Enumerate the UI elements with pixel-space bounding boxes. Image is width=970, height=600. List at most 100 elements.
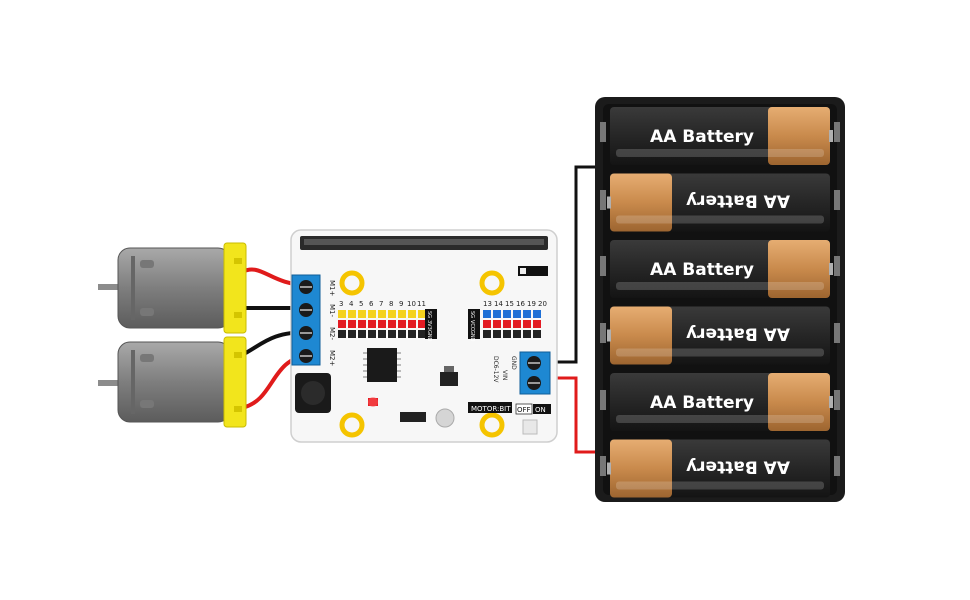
header-pin bbox=[483, 330, 491, 338]
header-pin bbox=[493, 320, 501, 328]
motor-2 bbox=[98, 336, 247, 428]
header-pin bbox=[523, 320, 531, 328]
battery-cell: AA Battery bbox=[610, 240, 833, 298]
header-number: 3 bbox=[339, 300, 343, 308]
header-pin bbox=[533, 310, 541, 318]
terminal-label-m1-plus: M1+ bbox=[328, 280, 336, 296]
battery-cells: AA Battery AA Battery AA Battery AA Battery… bbox=[607, 107, 833, 498]
mount-hole bbox=[479, 412, 505, 438]
header-pin bbox=[493, 330, 501, 338]
battery-label: AA Battery bbox=[650, 127, 754, 147]
header-number: 13 bbox=[483, 300, 492, 308]
header-number: 15 bbox=[505, 300, 514, 308]
battery-label: AA Battery bbox=[686, 191, 790, 211]
header-pin bbox=[378, 330, 386, 338]
header-number: 19 bbox=[527, 300, 536, 308]
header-pin bbox=[338, 320, 346, 328]
header-pin bbox=[513, 330, 521, 338]
header-pin bbox=[348, 330, 356, 338]
motor-1 bbox=[98, 242, 247, 334]
terminal-label-m2-plus: M2+ bbox=[328, 350, 336, 366]
header-pin bbox=[338, 310, 346, 318]
motor-terminal-labels: M1+ M1- M2- M2+ bbox=[328, 280, 336, 366]
header-number: 6 bbox=[369, 300, 374, 308]
header-pin bbox=[493, 310, 501, 318]
header-pin bbox=[408, 310, 416, 318]
header-number: 7 bbox=[379, 300, 383, 308]
header-pin bbox=[348, 310, 356, 318]
battery-cell: AA Battery bbox=[607, 173, 830, 232]
mount-hole bbox=[479, 270, 505, 296]
header-pin bbox=[398, 330, 406, 338]
header-pin bbox=[533, 330, 541, 338]
header-pin bbox=[418, 310, 426, 318]
header-pin bbox=[368, 320, 376, 328]
driver-chip bbox=[367, 348, 397, 382]
header-number: 11 bbox=[417, 300, 426, 308]
header-pin bbox=[503, 310, 511, 318]
board-brand-label: MOTOR:BIT bbox=[471, 405, 511, 413]
header-pin bbox=[388, 310, 396, 318]
mount-hole bbox=[339, 412, 365, 438]
battery-label: AA Battery bbox=[650, 260, 754, 280]
battery-cell: AA Battery bbox=[607, 306, 830, 365]
side-label-sg: SG bbox=[469, 311, 475, 318]
header-pin bbox=[358, 310, 366, 318]
header-right-numbers: 13 14 15 16 19 20 bbox=[483, 300, 547, 308]
mount-hole bbox=[339, 270, 365, 296]
terminal-screws bbox=[299, 280, 313, 363]
switch-on-label: ON bbox=[535, 406, 546, 414]
header-pin bbox=[358, 330, 366, 338]
header-pin bbox=[503, 320, 511, 328]
terminal-label-m2-minus: M2- bbox=[328, 327, 336, 340]
header-pin bbox=[388, 320, 396, 328]
header-number: 14 bbox=[494, 300, 503, 308]
header-number: 9 bbox=[399, 300, 403, 308]
header-number: 16 bbox=[516, 300, 525, 308]
header-pin bbox=[513, 310, 521, 318]
side-label-gnd: GND bbox=[426, 330, 432, 342]
power-label-gnd: GND bbox=[510, 356, 517, 370]
side-label-vcc: VCC bbox=[469, 320, 475, 331]
battery-cell: AA Battery bbox=[607, 439, 830, 498]
terminal-label-m1-minus: M1- bbox=[328, 304, 336, 317]
header-pin bbox=[378, 310, 386, 318]
header-pin bbox=[368, 330, 376, 338]
power-label-vin: VIN bbox=[501, 370, 508, 380]
power-labels: DC6-12V VIN GND bbox=[492, 356, 517, 383]
header-pin bbox=[483, 320, 491, 328]
header-number: 20 bbox=[538, 300, 547, 308]
side-labels-left: SG 3V3 GND bbox=[425, 309, 437, 342]
header-pin bbox=[348, 320, 356, 328]
header-left-numbers: 3 4 5 6 7 8 9 10 11 bbox=[339, 300, 426, 308]
header-pin bbox=[483, 310, 491, 318]
header-pin bbox=[513, 320, 521, 328]
pin-header-left bbox=[338, 310, 426, 338]
battery-cell: AA Battery bbox=[610, 373, 833, 431]
battery-holder: AA Battery AA Battery AA Battery AA Battery… bbox=[595, 97, 845, 502]
header-pin bbox=[418, 320, 426, 328]
power-switch: OFF ON bbox=[515, 403, 551, 435]
header-pin bbox=[408, 320, 416, 328]
header-pin bbox=[408, 330, 416, 338]
pin-header-right bbox=[483, 310, 541, 338]
battery-label: AA Battery bbox=[686, 457, 790, 477]
side-label-sg: SG bbox=[426, 311, 432, 318]
wire-batt-black bbox=[548, 165, 604, 364]
side-label-gnd: GND bbox=[469, 330, 475, 342]
header-pin bbox=[418, 330, 426, 338]
header-pin bbox=[358, 320, 366, 328]
power-label-dc: DC6-12V bbox=[492, 356, 499, 383]
header-pin bbox=[398, 310, 406, 318]
wire-batt-red bbox=[548, 376, 604, 454]
header-pin bbox=[378, 320, 386, 328]
battery-label: AA Battery bbox=[686, 324, 790, 344]
header-number: 4 bbox=[349, 300, 354, 308]
side-label-3v3: 3V3 bbox=[426, 320, 432, 330]
header-number: 10 bbox=[407, 300, 416, 308]
header-pin bbox=[523, 310, 531, 318]
header-number: 5 bbox=[359, 300, 363, 308]
header-number: 8 bbox=[389, 300, 393, 308]
